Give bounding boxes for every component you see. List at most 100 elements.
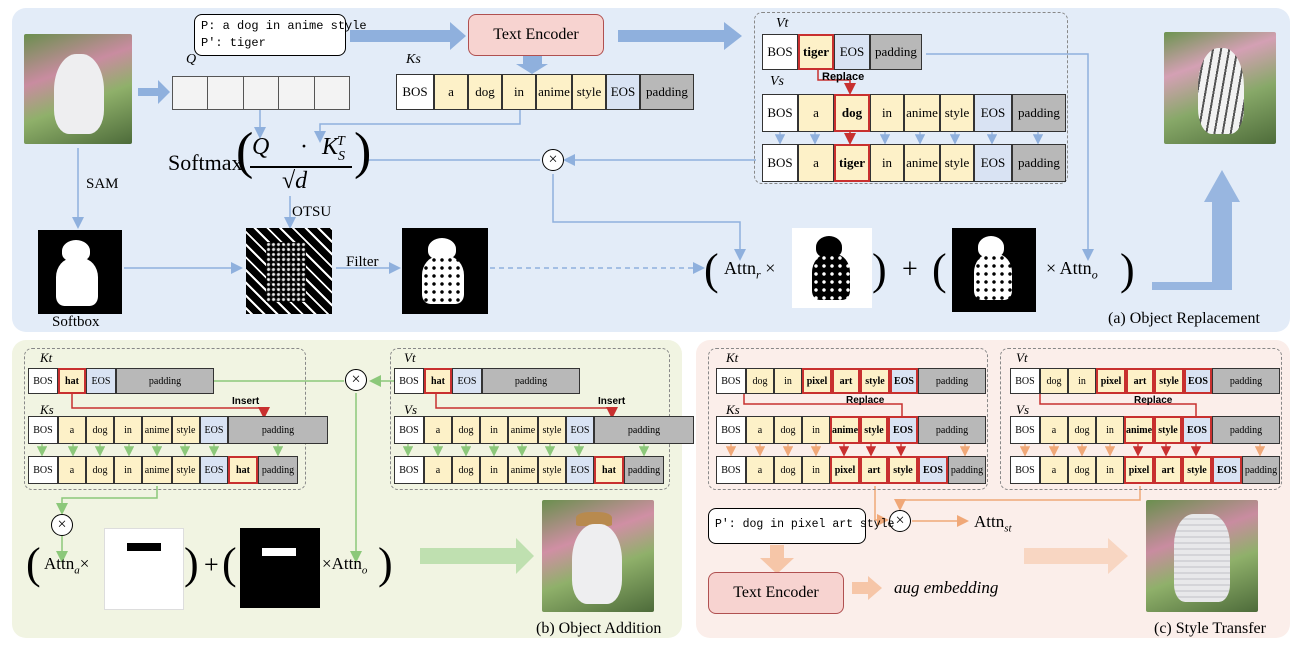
token-cell: BOS (394, 456, 424, 484)
token-cell: style (860, 416, 888, 444)
attn-st-label: Attnst (974, 512, 1012, 534)
token-cell: a (424, 456, 452, 484)
attn-o-text-a: Attn (1059, 258, 1092, 278)
combo-b-paren-open-1: ( (26, 539, 41, 588)
token-cell: in (480, 416, 508, 444)
attn-o-label-b: ×Attno (322, 554, 368, 577)
token-cell: EOS (200, 456, 228, 484)
token-cell: dog (1040, 368, 1068, 394)
token-cell: tiger (798, 34, 834, 70)
token-cell: EOS (86, 368, 116, 394)
token-cell: dog (468, 74, 502, 110)
combo-paren-close-1: ) (872, 245, 887, 294)
token-cell: pixel (802, 368, 832, 394)
hat-mask-inverse (104, 528, 184, 610)
ks-label-b: Ks (40, 402, 54, 417)
multiply-icon-b2: × (51, 514, 73, 536)
token-cell: anime (904, 144, 940, 182)
token-cell: anime (508, 456, 538, 484)
token-cell: anime (142, 416, 172, 444)
key-group-c (708, 348, 988, 490)
vs-label-a: Vs (770, 74, 784, 89)
hat-mask (240, 528, 320, 608)
token-cell: BOS (762, 94, 798, 132)
token-cell: dog (746, 368, 774, 394)
token-cell: a (434, 74, 468, 110)
token-cell: BOS (1010, 416, 1040, 444)
token-cell: padding (228, 416, 328, 444)
token-cell: in (114, 456, 142, 484)
vs-label-b: Vs (404, 402, 417, 417)
caption-c: (c) Style Transfer (1154, 620, 1266, 637)
token-cell: dog (1068, 456, 1096, 484)
token-cell: style (572, 74, 606, 110)
token-cell: padding (482, 368, 580, 394)
token-cell: in (870, 94, 904, 132)
token-cell: EOS (606, 74, 640, 110)
filter-label: Filter (346, 254, 379, 270)
token-cell: BOS (716, 416, 746, 444)
attn-r-subscript: r (756, 267, 761, 282)
vt-label-b: Vt (404, 350, 416, 365)
token-cell: dog (452, 416, 480, 444)
attn-a-text: Attn (44, 554, 75, 573)
token-cell: BOS (28, 456, 58, 484)
token-cell: in (802, 456, 830, 484)
token-cell: style (172, 416, 200, 444)
token-cell: anime (830, 416, 860, 444)
token-cell: EOS (452, 368, 482, 394)
token-cell: a (1040, 416, 1068, 444)
token-cell: hat (228, 456, 258, 484)
caption-a: (a) Object Replacement (1108, 310, 1260, 327)
token-cell: padding (1012, 94, 1066, 132)
combo-paren-open-1: ( (704, 245, 719, 294)
token-cell: tiger (834, 144, 870, 182)
token-cell: BOS (394, 416, 424, 444)
attn-st-text: Attn (974, 512, 1005, 531)
attn-o-subscript-b: o (361, 564, 368, 577)
value-group-c (1000, 348, 1282, 490)
output-hat-dog-image (542, 500, 654, 612)
token-cell: padding (948, 456, 986, 484)
token-cell: anime (1124, 416, 1154, 444)
token-cell: BOS (762, 34, 798, 70)
combo-b-paren-open-2: ( (222, 539, 237, 588)
combo-paren-open-2: ( (932, 245, 947, 294)
token-cell: EOS (888, 416, 918, 444)
token-cell: padding (258, 456, 298, 484)
softbox-label: Softbox (52, 314, 100, 330)
token-cell: padding (918, 368, 986, 394)
token-cell: style (172, 456, 200, 484)
token-cell: padding (870, 34, 922, 70)
attn-o-label-a: × Attno (1046, 258, 1098, 282)
attn-r-text: Attn (724, 258, 757, 278)
vs-label-c: Vs (1016, 402, 1029, 417)
combo-plus: + (902, 254, 918, 285)
value-group-a (754, 12, 1068, 184)
prompt-target: P′: tiger (201, 36, 266, 50)
kt-label-c: Kt (726, 350, 739, 365)
token-cell: in (502, 74, 536, 110)
token-cell: style (1154, 368, 1184, 394)
token-cell: padding (624, 456, 664, 484)
token-cell: art (832, 368, 860, 394)
combo-b-plus: + (204, 550, 219, 579)
attn-a-subscript: a (74, 564, 80, 577)
multiply-icon-b1: × (345, 369, 367, 391)
token-cell: padding (116, 368, 214, 394)
token-cell: in (480, 456, 508, 484)
replace-label-c2: Replace (1134, 395, 1173, 406)
token-cell: BOS (396, 74, 434, 110)
token-cell: anime (904, 94, 940, 132)
softmax-label: Softmax (168, 150, 243, 175)
q-label: Q (186, 52, 197, 67)
prompt-box: P: a dog in anime style P′: tiger (194, 14, 367, 56)
token-cell: a (746, 416, 774, 444)
token-cell: style (1154, 416, 1182, 444)
token-cell: dog (774, 416, 802, 444)
token-cell: padding (594, 416, 694, 444)
token-cell: a (58, 416, 86, 444)
vt-label-a: Vt (776, 16, 789, 31)
token-cell: anime (508, 416, 538, 444)
token-cell: EOS (1182, 416, 1212, 444)
